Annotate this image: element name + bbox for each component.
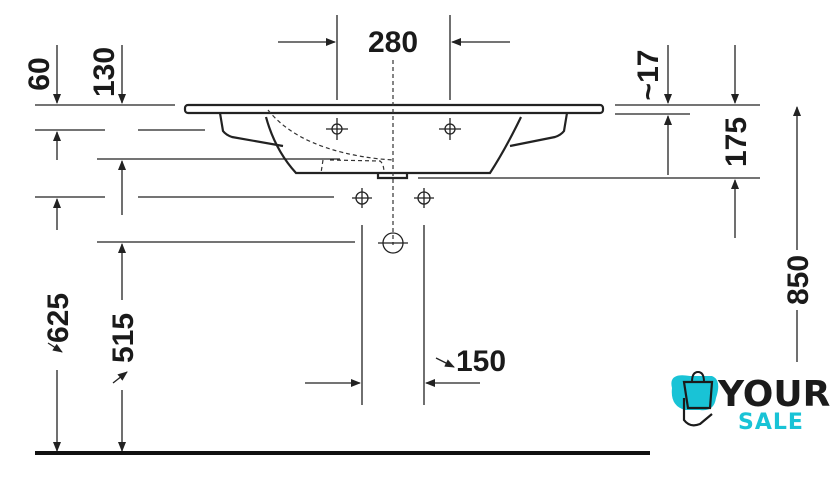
dim-150: 150 xyxy=(456,345,506,378)
dim-60: 60 xyxy=(23,57,56,90)
tap-hole-marks xyxy=(326,118,461,254)
washbasin-outline xyxy=(183,103,605,180)
dim-175: 175 xyxy=(720,117,753,167)
dim-280: 280 xyxy=(368,26,418,59)
logo-word-sale: SALE xyxy=(738,410,804,435)
dim-515: 515 xyxy=(107,313,140,363)
shopping-bag-hand-icon xyxy=(682,370,714,427)
dimension-arrows xyxy=(47,38,801,452)
dim-130: 130 xyxy=(88,47,121,97)
reference-lines xyxy=(35,15,760,243)
waste-pipe-lines xyxy=(361,225,425,405)
dim-overflow-17: ~17 xyxy=(632,50,665,101)
logo-word-your: YOUR xyxy=(717,374,830,415)
dim-625: 625 xyxy=(42,293,75,343)
your-sale-logo: YOUR SALE xyxy=(671,370,830,435)
dim-850: 850 xyxy=(782,255,815,305)
